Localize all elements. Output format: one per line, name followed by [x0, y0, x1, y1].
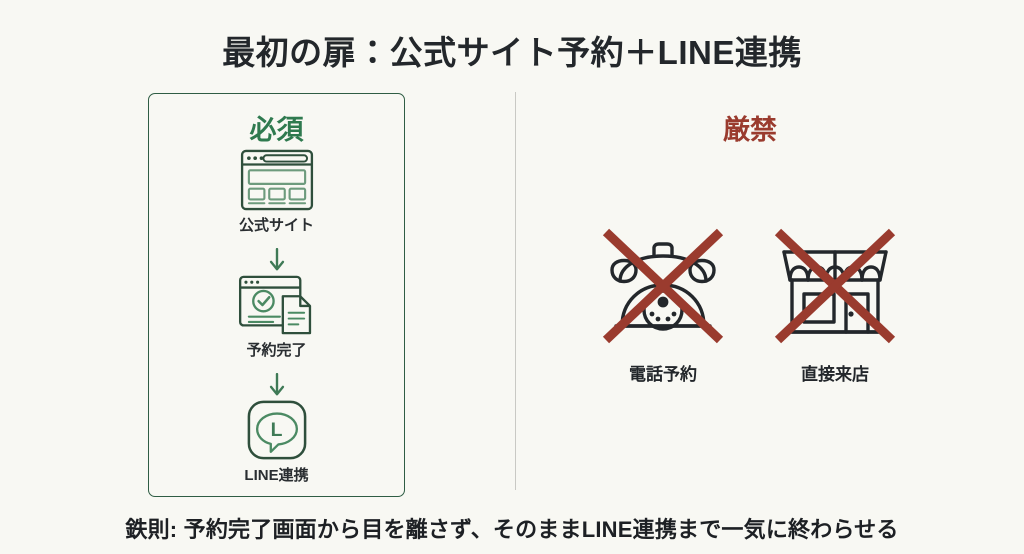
browser-window-icon	[240, 149, 313, 211]
svg-text:L: L	[270, 419, 282, 441]
page-title: 最初の扉：公式サイト予約＋LINE連携	[222, 34, 802, 71]
forbidden-item-label: 直接来店	[801, 365, 869, 384]
must-column-heading: 必須	[249, 115, 304, 145]
flow-step-official-site: 公式サイト	[148, 148, 405, 235]
column-divider	[515, 92, 516, 490]
storefront-icon	[774, 228, 896, 344]
flow-step-label: 予約完了	[246, 342, 307, 359]
rotary-telephone-icon	[602, 228, 724, 344]
flow-step-booking-complete: 予約完了	[148, 273, 405, 360]
line-app-icon: L	[247, 400, 306, 460]
flow-step-label: LINE連携	[244, 467, 309, 484]
booking-confirmed-icon	[238, 275, 311, 335]
forbidden-column-heading: 厳禁	[723, 115, 777, 145]
flow-arrow-1	[148, 247, 405, 276]
forbidden-item-label: 電話予約	[629, 365, 697, 384]
cross-out-mark	[774, 228, 896, 344]
flow-arrow-2	[148, 372, 405, 401]
flow-step-label: 公式サイト	[238, 217, 314, 234]
must-section-box	[148, 93, 405, 497]
footer-rule-note: 鉄則: 予約完了画面から目を離さず、そのままLINE連携まで一気に終わらせる	[125, 517, 899, 542]
cross-out-mark	[602, 228, 724, 344]
flow-step-line-link: L LINE連携	[148, 398, 405, 485]
forbidden-item-walk-in: 直接来店	[750, 222, 920, 385]
forbidden-item-phone-booking: 電話予約	[578, 222, 748, 385]
arrow-down-icon	[269, 372, 284, 396]
arrow-down-icon	[269, 247, 284, 271]
